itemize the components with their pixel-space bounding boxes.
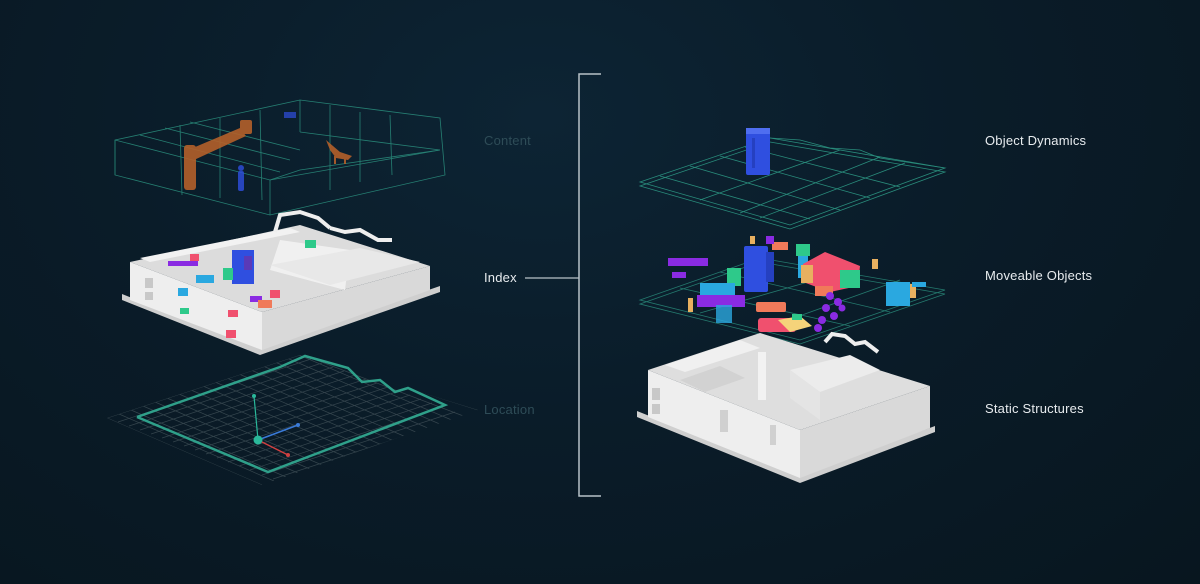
layer-label-object-dynamics: Object Dynamics [985, 133, 1087, 148]
layer-label-index: Index [484, 270, 517, 285]
robot-dog-icon [326, 140, 352, 164]
fridge-object [744, 246, 768, 292]
coordinate-axes-icon [252, 394, 300, 457]
person-figure-icon [238, 165, 244, 191]
layer-label-static-structures: Static Structures [985, 401, 1084, 416]
fridge-dynamic-object [746, 128, 770, 175]
layer-label-moveable-objects: Moveable Objects [985, 268, 1093, 283]
layer-label-location: Location [484, 402, 535, 417]
layer-label-content: Content [484, 133, 531, 148]
robot-arm-icon [184, 120, 252, 190]
floorplan-outline [136, 354, 449, 474]
